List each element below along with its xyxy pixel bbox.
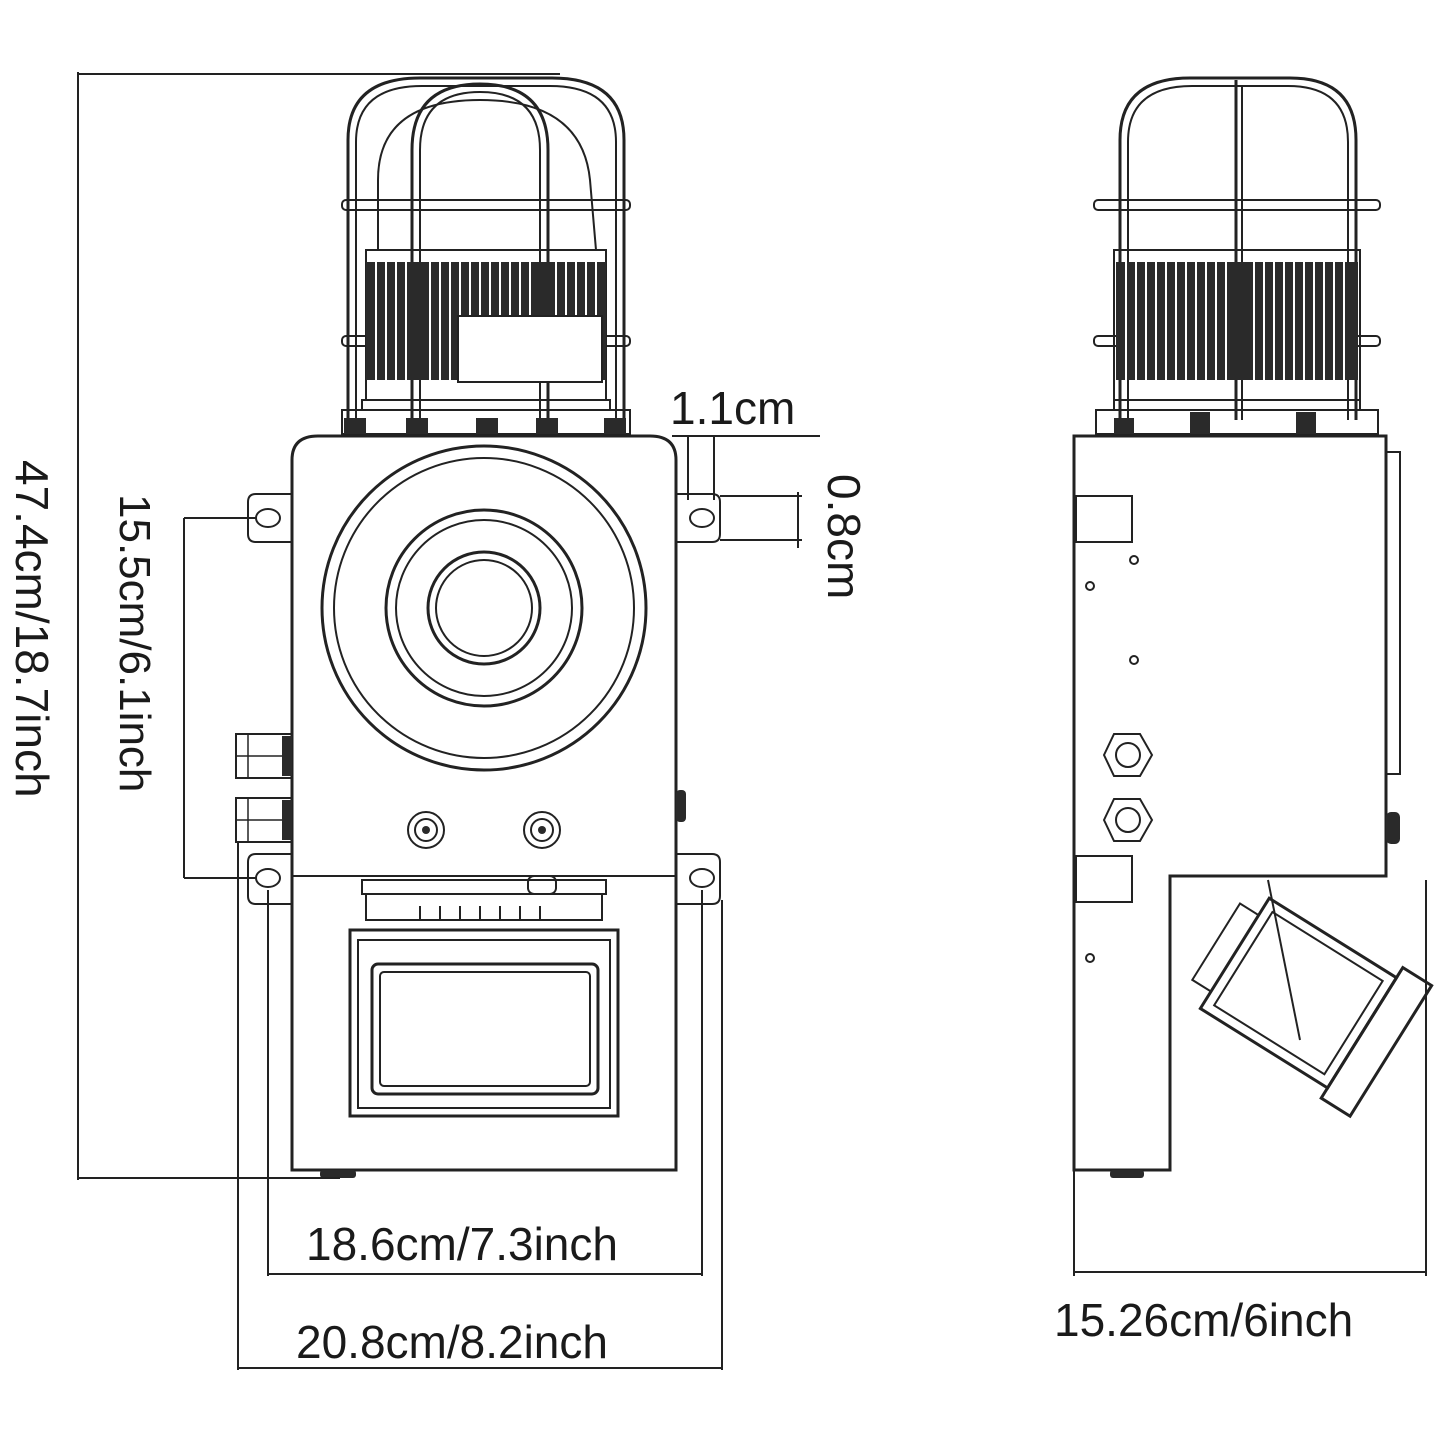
front-main-housing (235, 434, 721, 877)
side-view: 15.26cm/6inch (1054, 76, 1434, 1346)
front-view: 47.4cm/18.7inch 15.5cm/6.1inch 1.1cm 0.8… (6, 72, 870, 1370)
dim-height-total: 47.4cm/18.7inch (6, 460, 58, 798)
front-lower-housing (247, 853, 721, 1178)
side-dimension-lines (1073, 880, 1427, 1276)
front-dimension-lines (77, 72, 820, 1370)
dim-ear-thickness: 0.8cm (818, 474, 870, 599)
dim-mount-hole-horizontal: 18.6cm/7.3inch (306, 1218, 618, 1270)
front-beacon-ribs (366, 262, 606, 383)
front-beacon-cage (341, 76, 631, 435)
side-beacon-cage (1093, 76, 1381, 435)
dim-side-depth: 15.26cm/6inch (1054, 1294, 1353, 1346)
side-housing (1072, 434, 1434, 1178)
dim-mount-hole-vertical: 15.5cm/6.1inch (110, 494, 159, 792)
dim-overall-width: 20.8cm/8.2inch (296, 1316, 608, 1368)
dim-ear-hole-diameter: 1.1cm (670, 382, 795, 434)
